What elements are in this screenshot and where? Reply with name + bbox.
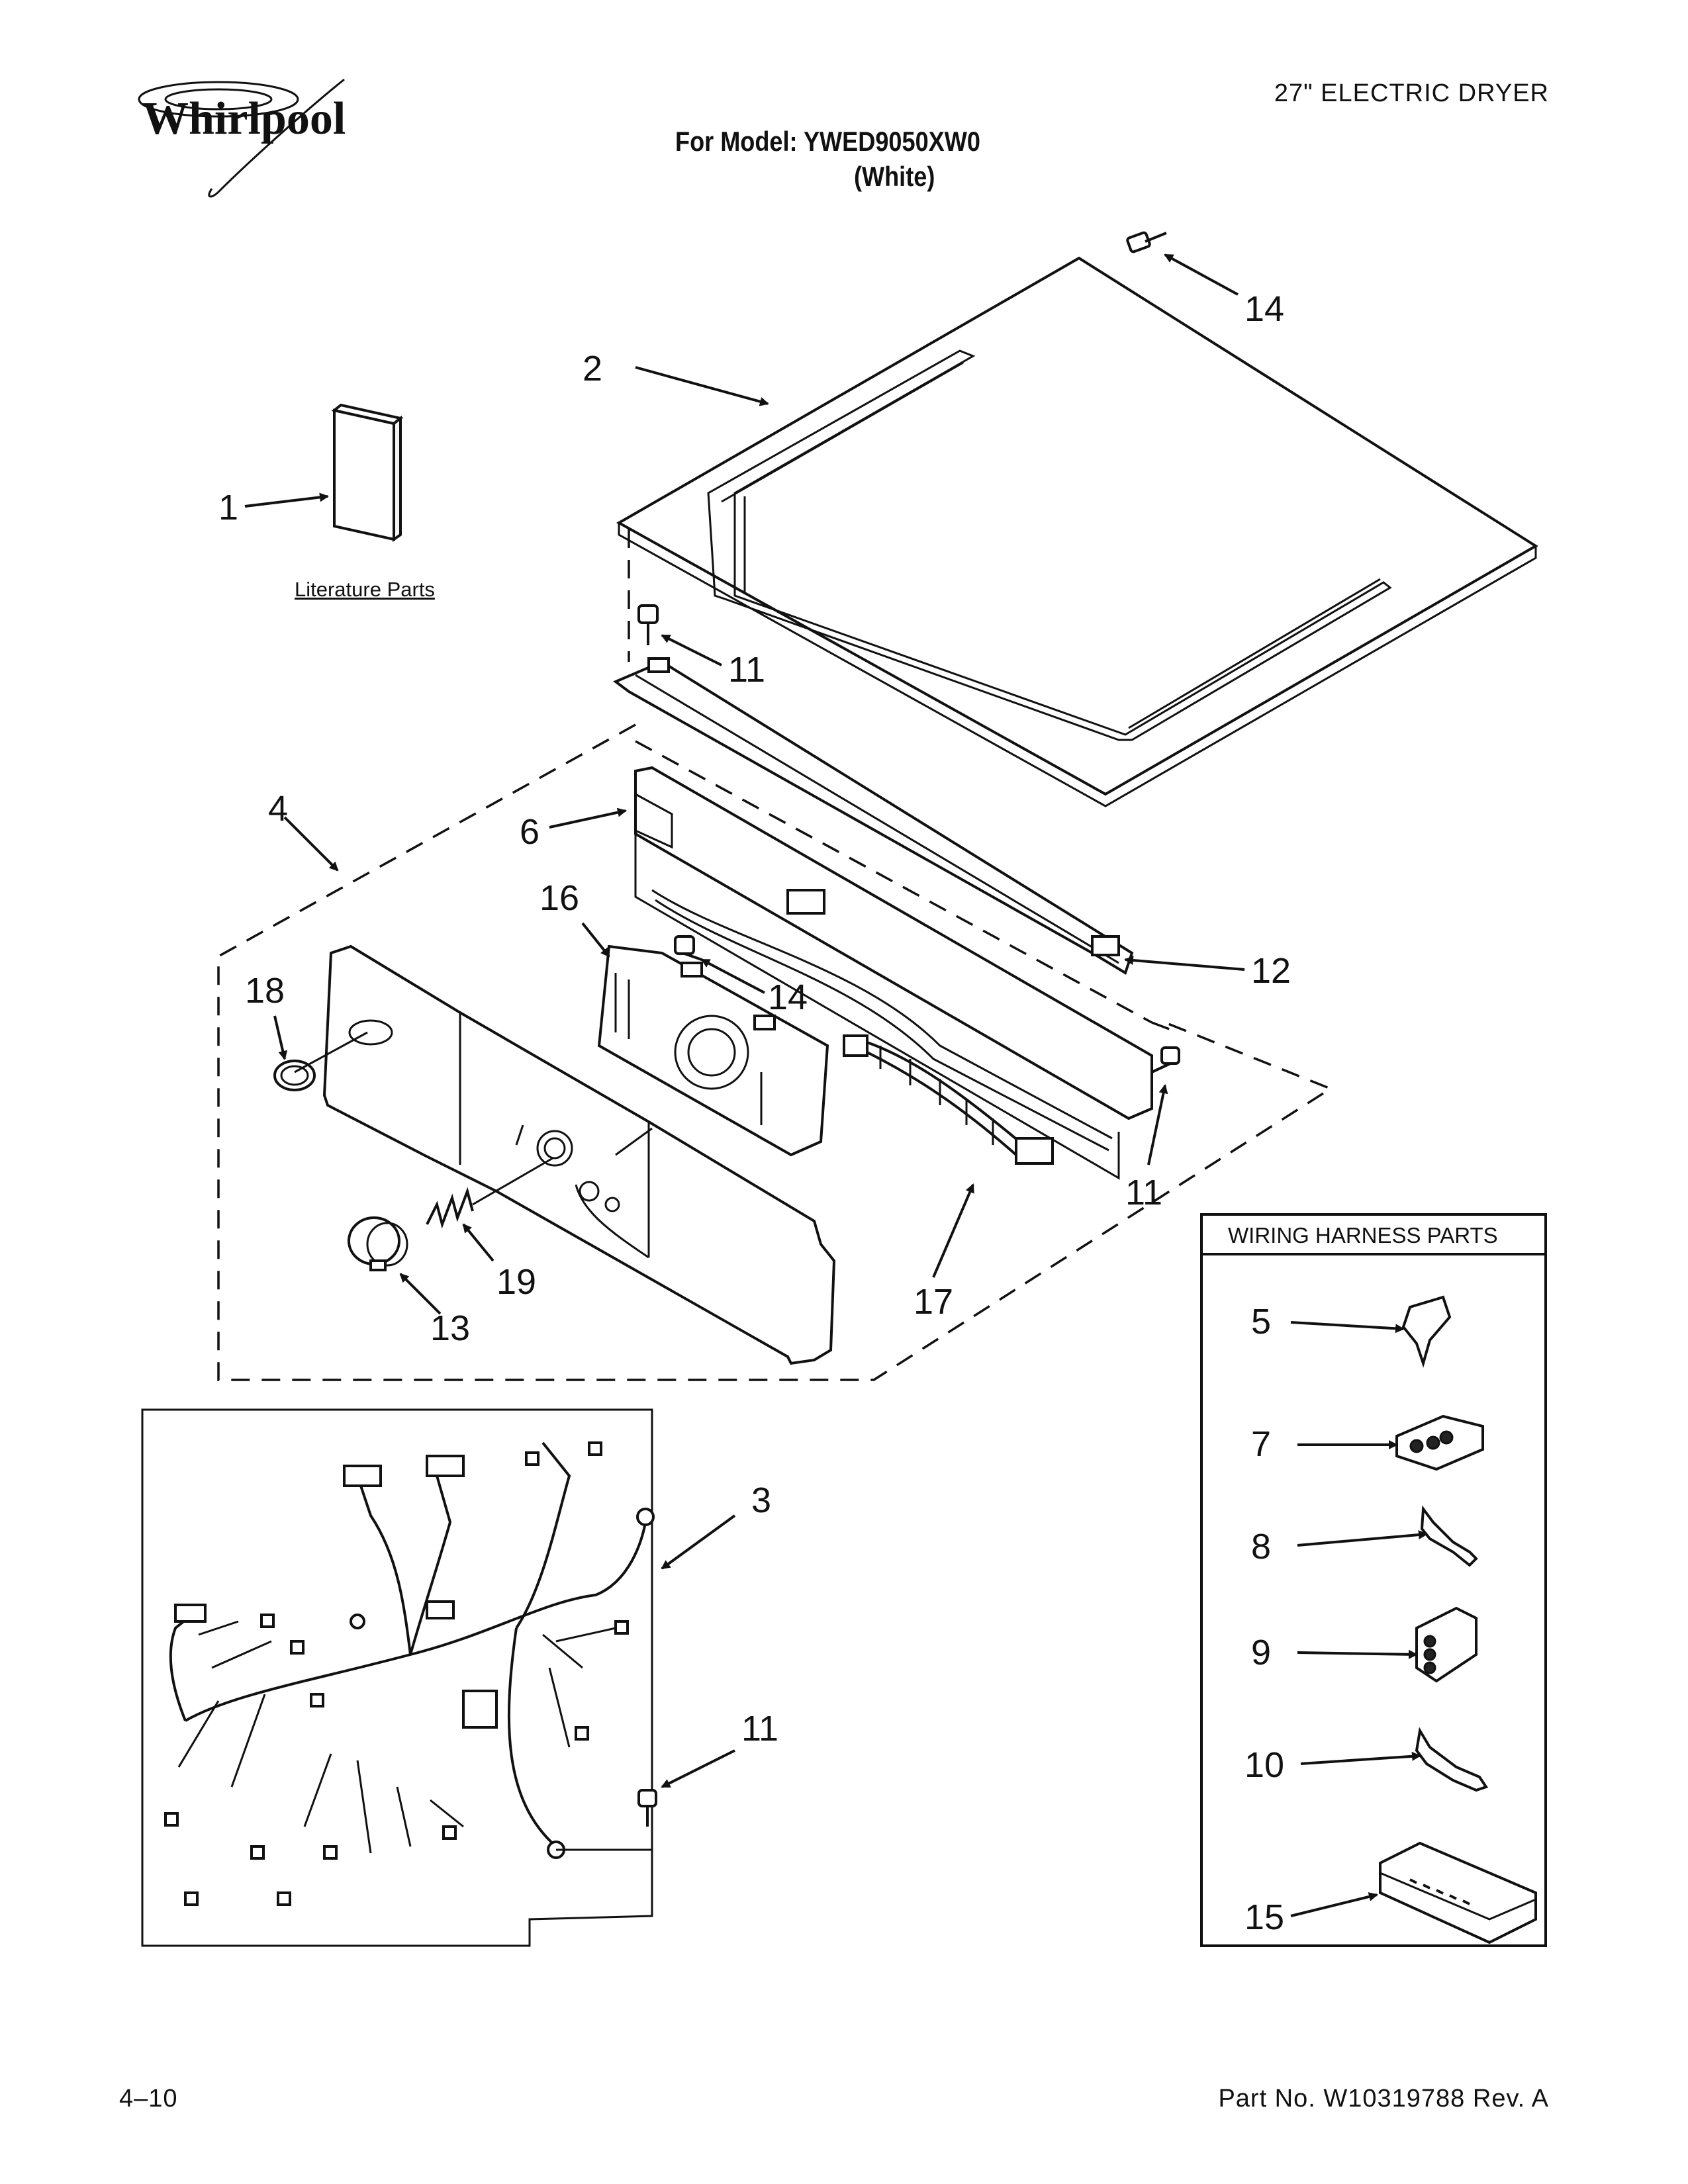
callout-14-top: 14	[1244, 289, 1285, 329]
callout-4: 4	[268, 789, 289, 829]
screw-14-middle	[674, 935, 702, 961]
callout-6: 6	[520, 812, 540, 852]
screw-11-right	[1151, 1046, 1180, 1073]
callout-11-bottom: 11	[741, 1709, 779, 1749]
model-number: For Model: YWED9050XW0	[675, 126, 980, 157]
callout-8: 8	[1251, 1527, 1272, 1567]
callout-18: 18	[245, 971, 285, 1011]
knob-13	[348, 1216, 408, 1271]
callout-9: 9	[1251, 1633, 1272, 1672]
callout-16: 16	[539, 878, 580, 918]
callout-11-middle: 11	[728, 650, 766, 690]
screw-11-middle	[637, 604, 659, 645]
top-cover	[616, 256, 1538, 807]
callout-1: 1	[218, 488, 239, 527]
screw-11-bottom	[637, 1789, 657, 1827]
connector-7-icon	[1395, 1414, 1484, 1471]
whirlpool-logo-swoosh	[138, 78, 345, 198]
callout-14-middle: 14	[768, 978, 808, 1017]
callout-2: 2	[583, 349, 603, 388]
page-number: 4–10	[119, 2085, 178, 2113]
callout-11-right: 11	[1125, 1173, 1163, 1212]
clip-5-icon	[1401, 1295, 1452, 1368]
wiring-box-title: WIRING HARNESS PARTS	[1228, 1223, 1498, 1248]
callout-7: 7	[1251, 1424, 1272, 1464]
console-panel	[322, 944, 836, 1365]
main-harness-box	[141, 1408, 655, 1947]
connector-15-icon	[1379, 1841, 1537, 1944]
callout-5: 5	[1251, 1302, 1272, 1342]
callout-10: 10	[1244, 1745, 1285, 1785]
terminal-8-icon	[1420, 1505, 1478, 1567]
part-number: Part No. W10319788 Rev. A	[1218, 2085, 1549, 2113]
ring-18	[273, 1060, 316, 1091]
callout-15: 15	[1244, 1897, 1285, 1937]
callout-12: 12	[1251, 951, 1291, 991]
screw-14-top	[1126, 231, 1167, 253]
callout-19: 19	[496, 1262, 537, 1302]
terminal-10-icon	[1415, 1727, 1489, 1792]
console-frame	[634, 766, 1153, 1180]
connector-9-icon	[1415, 1606, 1477, 1683]
callout-13: 13	[430, 1308, 471, 1348]
harness-segment-17	[843, 1034, 1054, 1165]
product-title: 27" ELECTRIC DRYER	[1274, 79, 1549, 107]
callout-3: 3	[751, 1480, 772, 1520]
callout-17: 17	[914, 1282, 954, 1322]
spring-19	[426, 1157, 553, 1229]
brand-logo: Whirlpool	[142, 93, 346, 144]
wiring-harness-parts-box	[1200, 1213, 1547, 1947]
control-board	[597, 944, 829, 1157]
literature-parts-label: Literature Parts	[295, 578, 435, 601]
model-color: (White)	[854, 161, 935, 192]
console-bracket	[613, 657, 1134, 975]
literature-booklet	[331, 403, 404, 542]
